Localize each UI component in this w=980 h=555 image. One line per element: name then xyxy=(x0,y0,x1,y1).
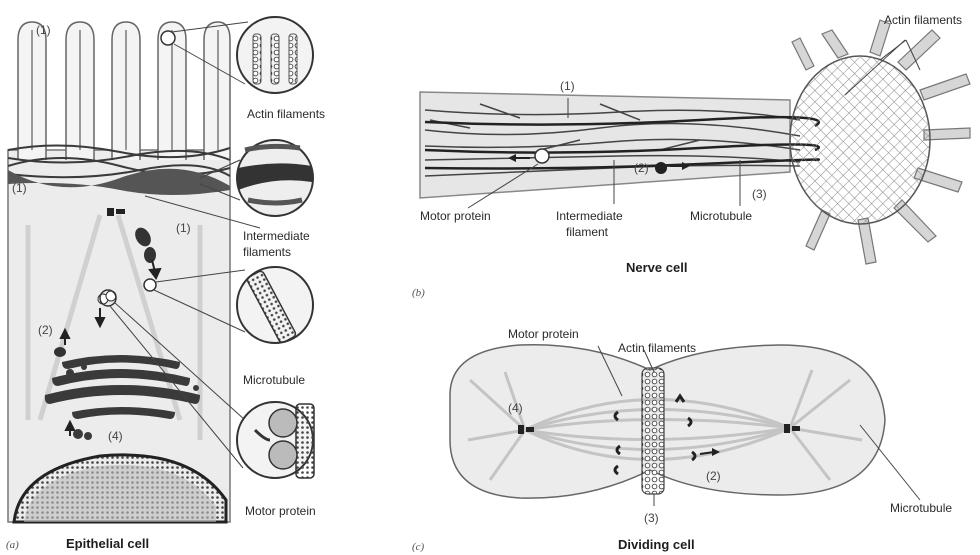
label-b-actin: Actin filaments xyxy=(884,13,962,27)
panel-c-letter: (c) xyxy=(412,541,425,553)
microvilli-actin-cores xyxy=(32,30,218,150)
num-c-3: (3) xyxy=(644,511,659,525)
num-a-2: (2) xyxy=(38,323,53,337)
panel-c-title: Dividing cell xyxy=(618,537,695,552)
num-a-1-left: (1) xyxy=(12,181,27,195)
num-a-1-top: (1) xyxy=(36,23,51,37)
label-b-motor: Motor protein xyxy=(420,209,491,223)
microvilli xyxy=(18,22,230,160)
panel-b-letter: (b) xyxy=(412,287,425,299)
num-c-4: (4) xyxy=(508,401,523,415)
panel-a-title: Epithelial cell xyxy=(66,536,149,551)
label-b-microtubule: Microtubule xyxy=(690,209,752,223)
label-a-actin: Actin filaments xyxy=(247,107,325,121)
num-b-2: (2) xyxy=(634,161,649,175)
panel-a-letter: (a) xyxy=(6,539,19,551)
num-b-1: (1) xyxy=(560,79,575,93)
label-a-intermediate-2: filaments xyxy=(243,245,291,259)
label-c-actin: Actin filaments xyxy=(618,341,696,355)
panel-c: (4) (2) (3) Motor protein Actin filament… xyxy=(412,327,952,553)
label-b-intermediate-1: Intermediate xyxy=(556,209,623,223)
label-a-microtubule: Microtubule xyxy=(243,373,305,387)
growth-cone xyxy=(790,20,970,264)
label-c-microtubule: Microtubule xyxy=(890,501,952,515)
label-c-motor: Motor protein xyxy=(508,327,579,341)
label-a-motor: Motor protein xyxy=(245,504,316,518)
num-a-4: (4) xyxy=(108,429,123,443)
panel-b-title: Nerve cell xyxy=(626,260,687,275)
num-a-1-right: (1) xyxy=(176,221,191,235)
num-b-3: (3) xyxy=(752,187,767,201)
num-c-2: (2) xyxy=(706,469,721,483)
panel-b: (1) (2) (3) Actin filaments Motor protei… xyxy=(412,13,970,299)
label-b-intermediate-2: filament xyxy=(566,225,609,239)
contractile-ring xyxy=(642,368,664,494)
panel-a: (1) (1) (1) (2) (4) Actin filaments Inte… xyxy=(6,17,325,551)
label-a-intermediate-1: Intermediate xyxy=(243,229,310,243)
